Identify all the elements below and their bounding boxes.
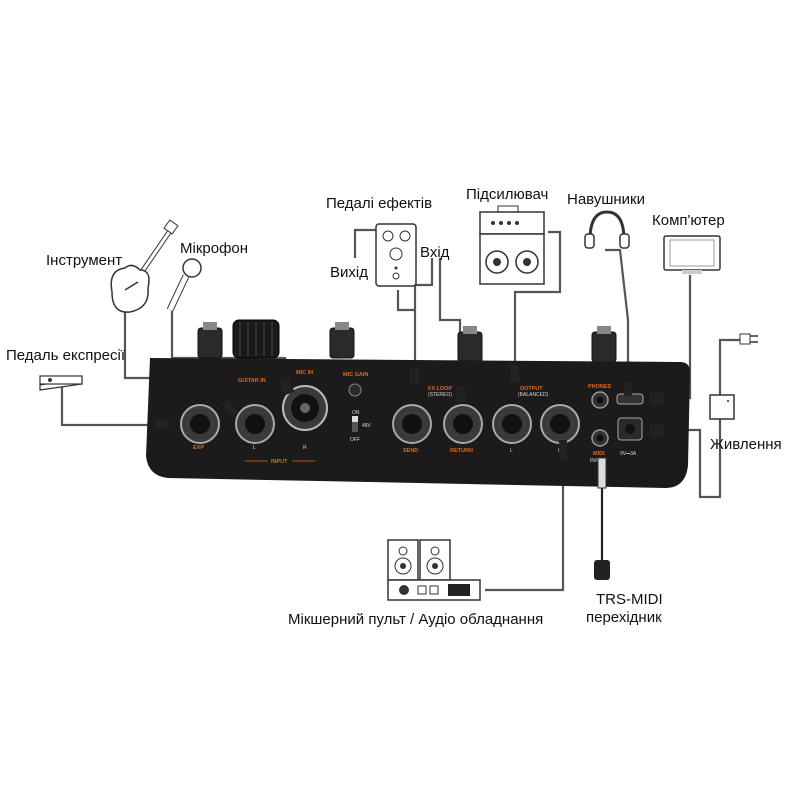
label-expression-pedal: Педаль експресії <box>6 347 126 364</box>
effect-pedal-icon <box>375 223 417 287</box>
footswitch-2 <box>329 327 355 359</box>
expression-pedal-icon <box>39 375 83 391</box>
phantom-switch <box>352 416 358 432</box>
headphones-icon <box>584 210 630 249</box>
label-stereo: (STEREO) <box>428 392 452 398</box>
label-fx-input: Вхід <box>420 244 450 261</box>
label-output-l: L <box>510 448 513 454</box>
label-48v: 48V <box>362 423 372 429</box>
jack-phones <box>591 391 609 409</box>
cable-expression <box>60 385 160 427</box>
plug-phones <box>624 382 632 396</box>
label-dc: 9V⎓3A <box>620 451 637 457</box>
footswitch-4 <box>591 331 617 363</box>
footswitch-1 <box>197 327 223 359</box>
plug-guitar <box>221 399 239 417</box>
label-microphone: Мікрофон <box>180 240 248 257</box>
plug-output-r <box>559 440 567 460</box>
label-fx-loop: FX LOOP <box>428 386 452 392</box>
jack-mic-in <box>282 385 328 431</box>
label-trs-midi-2: перехідник <box>586 609 662 626</box>
guitar-icon <box>110 219 179 313</box>
label-mixer: Мікшерний пульт / Аудіо обладнання <box>288 611 543 628</box>
label-mic-in: MIC IN <box>296 370 313 376</box>
label-guitar-in: GUITAR IN <box>238 378 266 384</box>
label-phones: PHONES <box>588 384 612 390</box>
label-mic-gain: MIC GAIN <box>343 372 368 378</box>
label-fx-output: Вихід <box>330 264 368 281</box>
jack-exp <box>180 404 220 444</box>
power-adapter-icon <box>709 333 758 420</box>
label-computer: Комп'ютер <box>652 212 725 229</box>
jack-fx-return <box>443 404 483 444</box>
cable-amplifier <box>513 230 562 372</box>
cable-mixer <box>485 450 565 592</box>
label-input: INPUT <box>271 459 288 465</box>
label-amplifier: Підсилювач <box>466 186 548 203</box>
plug-dc <box>650 424 664 436</box>
label-power: Живлення <box>710 436 782 453</box>
cable-fx-send-down <box>396 290 415 312</box>
label-on: ON <box>352 410 360 416</box>
label-off: OFF <box>350 437 360 443</box>
plug-midi <box>597 457 607 489</box>
trs-midi-adapter-icon <box>594 560 610 580</box>
amplifier-icon <box>479 205 545 285</box>
label-exp: EXP <box>193 445 204 451</box>
jack-fx-send <box>392 404 432 444</box>
jack-output-r <box>540 404 580 444</box>
label-input-r: R <box>303 445 307 451</box>
cable-power <box>718 338 745 395</box>
label-output: OUTPUT <box>520 386 543 392</box>
jack-guitar-in <box>235 404 275 444</box>
label-effect-pedals: Педалі ефектів <box>326 195 432 212</box>
label-midi: MIDI <box>593 451 605 457</box>
computer-icon <box>663 235 721 274</box>
jack-midi <box>591 429 609 447</box>
cable-headphones <box>605 248 630 395</box>
plug-mic <box>279 376 295 396</box>
mic-gain-knob <box>348 383 362 397</box>
plug-usb <box>650 392 664 404</box>
mixer-icon <box>387 539 481 601</box>
footswitch-3 <box>457 331 483 363</box>
label-balanced: (BALANCED) <box>518 392 549 398</box>
plug-send <box>410 368 419 384</box>
label-headphones: Навушники <box>567 191 645 208</box>
label-input-l: L <box>253 445 256 451</box>
label-send: SEND <box>403 448 418 454</box>
multi-effects-unit: EXP GUITAR IN MIC IN MIC GAIN ON 48V OFF… <box>146 319 690 488</box>
label-return: RETURN <box>450 448 473 454</box>
microphone-icon <box>166 258 202 312</box>
dc-jack <box>617 417 643 441</box>
jack-output-l <box>492 404 532 444</box>
plug-output-l <box>510 366 519 382</box>
plug-exp <box>155 419 169 429</box>
plug-return <box>456 386 465 402</box>
label-trs-midi-1: TRS-MIDI <box>596 591 663 608</box>
label-instrument: Інструмент <box>46 252 122 269</box>
